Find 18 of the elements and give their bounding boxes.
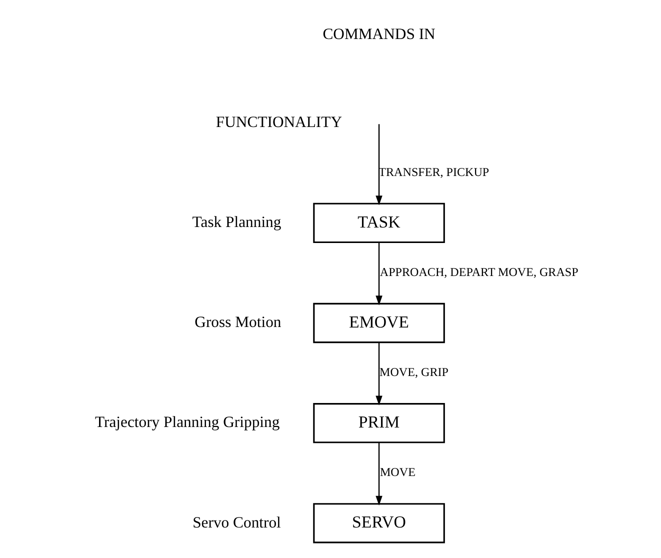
edge-label: MOVE, GRIP bbox=[380, 365, 448, 380]
node-box: SERVO bbox=[313, 503, 445, 544]
node-label: Task Planning bbox=[192, 214, 282, 232]
edge-label: APPROACH, DEPART MOVE, GRASP bbox=[380, 264, 578, 279]
node-box: PRIM bbox=[313, 403, 445, 444]
label: COMMANDS IN bbox=[322, 26, 436, 43]
node-label: Servo Control bbox=[192, 514, 281, 532]
edge-label: MOVE bbox=[380, 465, 416, 480]
node-label: Trajectory Planning Gripping bbox=[94, 414, 280, 432]
edge-label: TRANSFER, PICKUP bbox=[378, 164, 490, 179]
arrow bbox=[376, 124, 382, 206]
arrow bbox=[376, 442, 382, 506]
arrow bbox=[376, 242, 382, 306]
arrow bbox=[376, 342, 382, 406]
label: FUNCTIONALITY bbox=[216, 114, 342, 131]
node-label: Gross Motion bbox=[194, 314, 282, 332]
node-box: EMOVE bbox=[313, 302, 445, 344]
node-box: TASK bbox=[313, 202, 445, 243]
